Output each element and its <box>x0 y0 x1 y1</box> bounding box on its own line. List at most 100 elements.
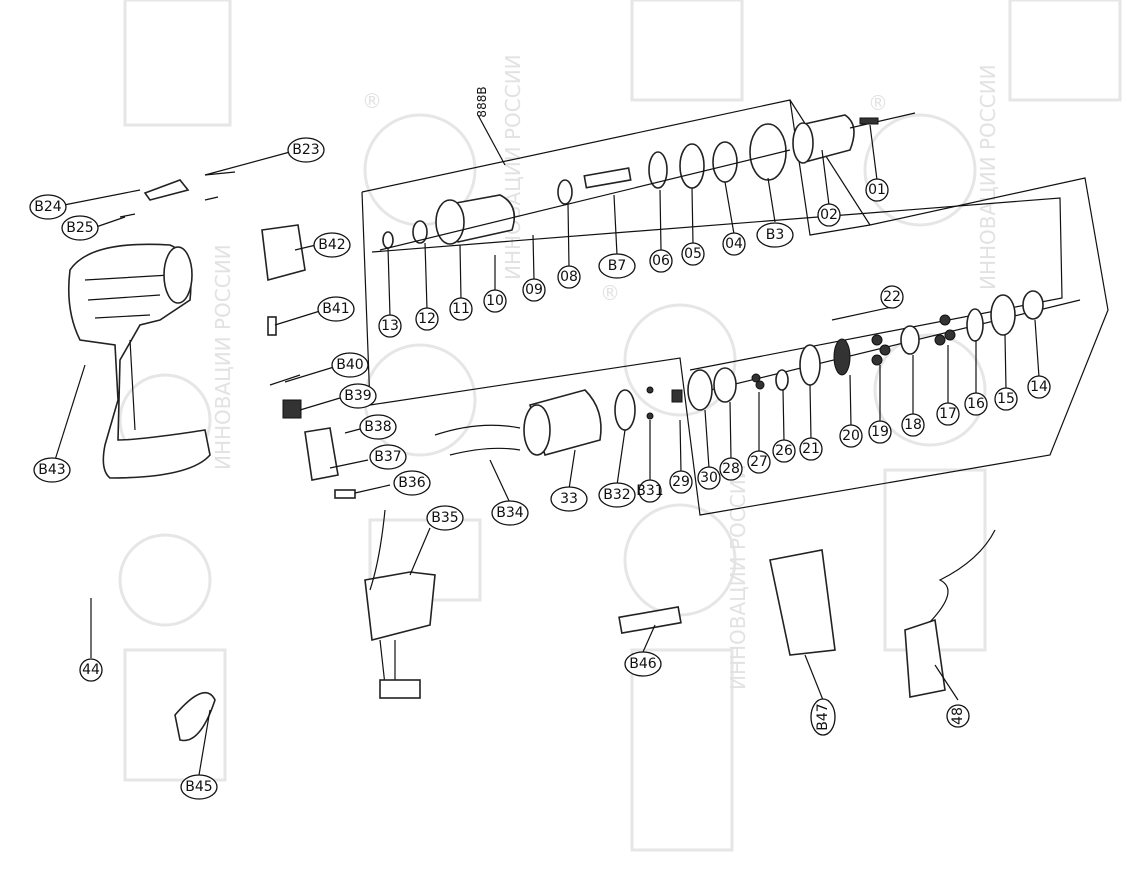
part-number: 10 <box>486 293 504 309</box>
small-parts <box>119 171 996 742</box>
callout-p15: 15 <box>994 387 1018 411</box>
callout-circle <box>426 505 464 531</box>
callout-circle <box>29 194 67 220</box>
subgroup-frame <box>371 197 1063 371</box>
callout-circle <box>649 249 673 273</box>
gearbox-group-frame <box>361 99 1109 516</box>
part-number: B43 <box>38 462 65 478</box>
callout-circle <box>722 232 746 256</box>
callout-circle <box>339 383 377 409</box>
part-number: 19 <box>871 424 889 440</box>
chuck <box>379 112 916 251</box>
callout-circle <box>946 704 970 728</box>
part-number: 08 <box>560 269 578 285</box>
callout-circle <box>359 414 397 440</box>
callout-p38: B38 <box>359 414 397 440</box>
callout-circle <box>994 387 1018 411</box>
callout-p27: 27 <box>747 450 771 474</box>
callout-p36: B36 <box>393 470 431 496</box>
callout-circle <box>393 470 431 496</box>
part-number: B36 <box>398 475 426 491</box>
callout-circle <box>598 253 636 279</box>
callout-p35: B35 <box>426 505 464 531</box>
callout-circle <box>810 698 836 736</box>
callout-circle <box>550 486 588 512</box>
watermark-slogan: ИННОВАЦИИ РОССИИ <box>726 464 750 690</box>
gear-stack <box>646 290 1081 420</box>
callout-circle <box>287 137 325 163</box>
part-number: B41 <box>322 301 349 317</box>
callout-p06: 06 <box>649 249 673 273</box>
callout-circle <box>868 420 892 444</box>
part-number: 26 <box>775 443 793 459</box>
callout-p05: 05 <box>681 242 705 266</box>
callout-circle <box>719 457 743 481</box>
part-number: B32 <box>603 487 630 503</box>
callout-p20: 20 <box>839 424 863 448</box>
callout-circle <box>936 402 960 426</box>
part-number: B7 <box>608 258 627 274</box>
part-number: 06 <box>652 253 670 269</box>
callout-p46: B46 <box>624 651 662 677</box>
callout-p44: 44 <box>79 658 103 682</box>
part-number: B42 <box>318 237 345 253</box>
callout-p26: 26 <box>772 439 796 463</box>
callout-p37: B37 <box>369 444 407 470</box>
callout-circle <box>865 178 889 202</box>
callout-p32: B32 <box>598 482 636 508</box>
watermark-mark: ® <box>868 91 888 115</box>
part-number: 30 <box>700 470 718 486</box>
model-code: 888B <box>475 86 489 117</box>
part-number: 44 <box>82 662 100 678</box>
callout-circle <box>317 296 355 322</box>
leader-lines <box>54 124 1040 776</box>
part-number: B3 <box>766 227 785 243</box>
callout-circle <box>880 285 904 309</box>
callout-circle <box>33 457 71 483</box>
callout-circle <box>522 278 546 302</box>
callout-p13: 13 <box>378 314 402 338</box>
callout-p33: 33 <box>550 486 588 512</box>
callout-p23: B23 <box>287 137 325 163</box>
callout-circle <box>449 297 473 321</box>
callout-circle <box>483 289 507 313</box>
callout-circle <box>415 307 439 331</box>
callout-p04: 04 <box>722 232 746 256</box>
callout-p25: B25 <box>61 215 99 241</box>
callout-p48: 48 <box>946 704 970 728</box>
callout-circle <box>772 439 796 463</box>
part-number: 27 <box>750 454 768 470</box>
callout-circle <box>1027 375 1051 399</box>
callout-p22: 22 <box>880 285 904 309</box>
part-number: 01 <box>868 182 886 198</box>
callout-p16: 16 <box>964 392 988 416</box>
callout-p18: 18 <box>901 413 925 437</box>
callout-circle <box>638 479 662 503</box>
part-number: 33 <box>560 491 578 507</box>
part-number: 20 <box>842 428 860 444</box>
watermark-slogan: ИННОВАЦИИ РОССИИ <box>211 244 235 470</box>
watermark-mark: ® <box>600 281 620 305</box>
part-number: 04 <box>725 236 743 252</box>
callout-circle <box>180 774 218 800</box>
chuck-frame <box>789 99 871 226</box>
callout-p11: 11 <box>449 297 473 321</box>
callout-p09: 09 <box>522 278 546 302</box>
callout-p17: 17 <box>936 402 960 426</box>
callout-p43: B43 <box>33 457 71 483</box>
callout-p08: 08 <box>557 265 581 289</box>
callout-p10: 10 <box>483 289 507 313</box>
callout-p30: 30 <box>697 466 721 490</box>
callout-p45: B45 <box>180 774 218 800</box>
callout-circle <box>331 352 369 378</box>
part-number: B35 <box>431 510 458 526</box>
callout-p41: B41 <box>317 296 355 322</box>
callout-circle <box>369 444 407 470</box>
part-number: 22 <box>883 289 901 305</box>
callout-circle <box>61 215 99 241</box>
part-number: 17 <box>939 406 957 422</box>
part-number: B46 <box>629 656 657 672</box>
callout-p40: B40 <box>331 352 369 378</box>
part-number: 09 <box>525 282 543 298</box>
